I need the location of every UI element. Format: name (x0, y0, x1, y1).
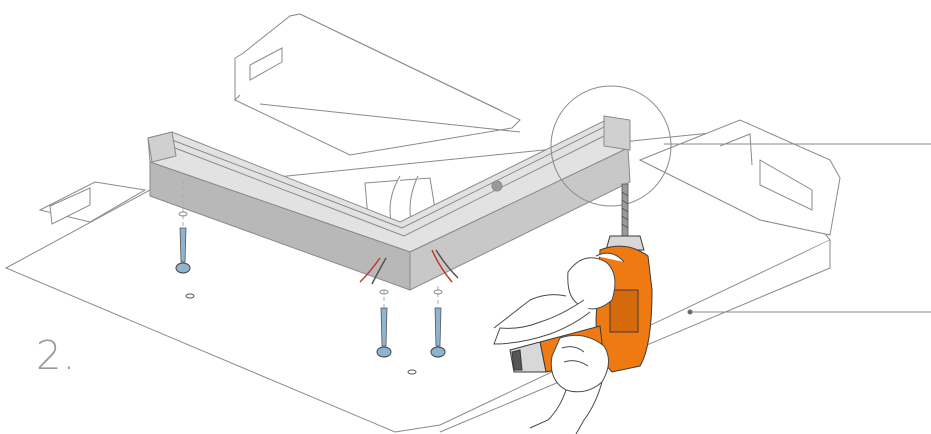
rail-left-front (38, 181, 147, 225)
panel-callout-line (687, 309, 931, 315)
screw-middle (376, 289, 417, 375)
detail-callout-circle (550, 85, 931, 207)
rail-right (638, 119, 841, 236)
screw-right (430, 286, 446, 358)
screws (175, 180, 446, 375)
hands-sketch (493, 252, 625, 434)
l-shaped-light-fixture (147, 115, 631, 291)
step-number: 2. (36, 333, 77, 379)
rail-back-left (234, 13, 521, 156)
cable-wires (359, 249, 459, 285)
screw-left (175, 180, 195, 299)
drill-bit (621, 183, 629, 237)
